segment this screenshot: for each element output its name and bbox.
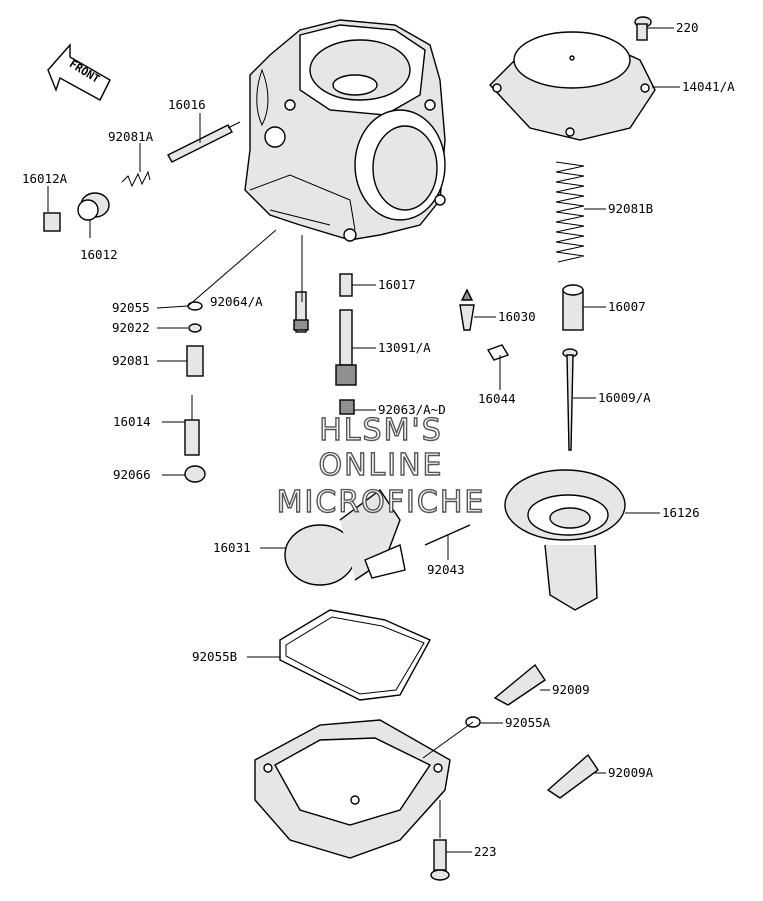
part-label-223: 223 [474,844,497,859]
part-label-16044: 16044 [478,391,516,406]
part-label-92081a: 92081A [108,129,154,144]
vacuum-piston-16126 [504,469,626,611]
part-label-220: 220 [676,20,699,35]
watermark-line-2: ONLINE [318,448,443,483]
part-label-92009a: 92009A [608,765,654,780]
part-label-13091a: 13091/A [378,340,431,355]
float-valve-16030 [459,288,475,331]
watermark-line-1: HLSM'S [319,413,443,448]
top-cover [489,31,656,141]
part-label-16009a: 16009/A [598,390,651,405]
part-label-92081: 92081 [112,353,150,368]
leader-lines [47,27,680,853]
bolt-223 [430,839,450,881]
part-label-92055a: 92055A [505,715,551,730]
part-label-16012a: 16012A [22,171,68,186]
part-label-16016: 16016 [168,97,206,112]
part-label-92009: 92009 [552,682,590,697]
watermark: HLSM'S ONLINE MICROFICHE [276,412,486,520]
needle-holder-16007 [562,284,584,331]
needle-jet-13091a [335,309,357,386]
washer-92022 [188,323,202,333]
screw-16014 [184,395,200,456]
part-label-16030: 16030 [498,309,536,324]
part-label-16007: 16007 [608,299,646,314]
spring-92081b [555,161,585,263]
part-label-92043: 92043 [427,562,465,577]
part-label-92081b: 92081B [608,201,653,216]
part-label-16126: 16126 [662,505,700,520]
throttle-body-16031 [284,488,406,586]
part-label-16017: 16017 [378,277,416,292]
part-label-14041a: 14041/A [682,79,735,94]
spring-92081a [121,170,151,188]
part-label-92055b: 92055B [192,649,237,664]
clip-16044 [486,344,510,361]
part-label-92022: 92022 [112,320,150,335]
part-label-92055: 92055 [112,300,150,315]
carburetor-body [244,19,446,242]
part-label-16031: 16031 [213,540,251,555]
cap-92066 [184,465,206,483]
o-ring-92055 [187,301,203,311]
screw-92009 [493,663,546,706]
watermark-line-3: MICROFICHE [277,485,486,520]
screw-92009a [546,753,599,799]
main-jet-92063 [339,399,355,415]
part-label-16012: 16012 [80,247,118,262]
part-label-16014: 16014 [113,414,151,429]
part-label-92066: 92066 [113,467,151,482]
part-labels: 220 14041/A 16016 92081A 16012A 16012 92… [22,20,735,859]
spring-92081 [186,345,204,377]
part-label-92063ad: 92063/A~D [378,402,446,417]
float-bowl [254,719,451,859]
jet-16012a [43,212,61,232]
part-label-92064a: 92064/A [210,294,263,309]
front-arrow-icon: FRONT [47,43,111,101]
jet-16012 [77,192,110,221]
jet-16017 [339,273,353,297]
jet-92064a [293,291,309,333]
jet-needle-16009a [562,348,578,451]
pilot-screw-16016 [167,121,241,163]
gasket-92055b [279,609,431,701]
screw-220 [634,16,652,41]
